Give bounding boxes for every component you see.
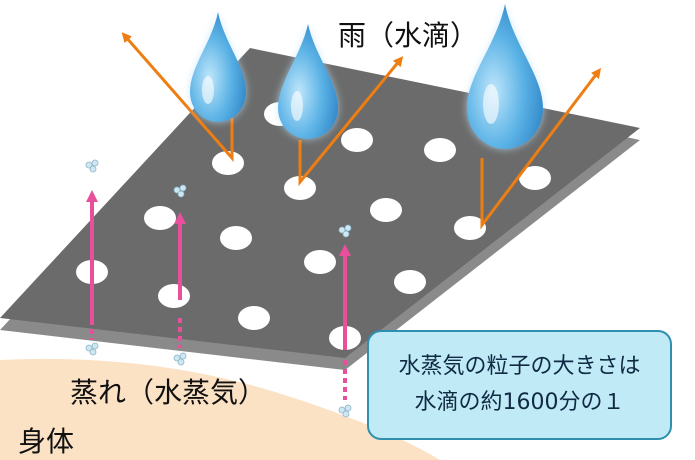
note-line-1: 水蒸気の粒子の大きさは — [398, 354, 641, 379]
note-box: 水蒸気の粒子の大きさは 水滴の約1600分の１ — [367, 330, 672, 440]
pore — [370, 198, 402, 222]
water-drop-icon — [278, 24, 338, 139]
rain-arrow — [298, 56, 404, 187]
pore — [519, 166, 551, 190]
pores — [76, 102, 551, 350]
pore — [424, 138, 456, 162]
pore — [158, 284, 190, 308]
pore — [238, 306, 270, 330]
vapor-label: 蒸れ（水蒸気） — [70, 376, 267, 409]
vapor-particle-icon — [338, 224, 352, 238]
body-skin — [0, 358, 440, 460]
water-drop-icon — [467, 4, 543, 149]
vapor-particle-icon — [85, 159, 99, 173]
rain-label: 雨（水滴） — [338, 19, 479, 52]
vapor-arrows — [86, 190, 351, 400]
pore — [284, 176, 316, 200]
water-drops — [190, 4, 543, 149]
note-line-2: 水滴の約1600分の１ — [414, 390, 625, 415]
pore — [304, 250, 336, 274]
pore — [212, 151, 244, 175]
water-drop-icon — [190, 12, 246, 122]
pore — [454, 216, 486, 240]
rain-arrow — [121, 32, 234, 162]
body-label: 身体 — [18, 425, 75, 458]
pore — [220, 226, 252, 250]
vapor-particle-icon — [173, 352, 187, 366]
pore — [394, 270, 426, 294]
pore — [341, 128, 373, 152]
rain-arrow — [480, 68, 602, 230]
vapor-particle-icon — [173, 184, 187, 198]
vapor-particles — [85, 159, 352, 418]
vapor-particle-icon — [85, 342, 99, 356]
pore — [144, 206, 176, 230]
vapor-particle-icon — [338, 404, 352, 418]
rain-arrows — [121, 32, 602, 230]
